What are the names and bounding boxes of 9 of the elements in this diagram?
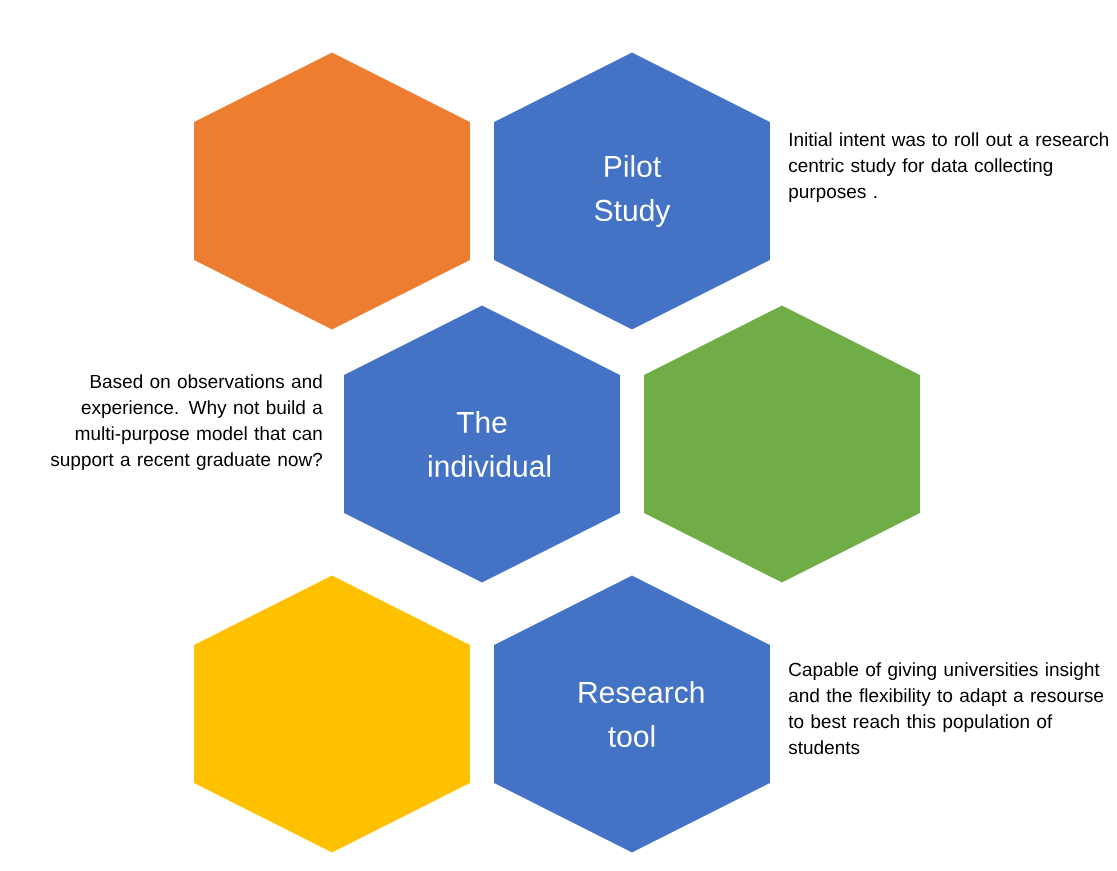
hexagon bbox=[194, 52, 470, 330]
hexagon: The individual bbox=[344, 305, 620, 583]
note-text: Capable of giving universities insight and the flexibility to adapt a resourse to best reach this population of students bbox=[788, 662, 1104, 755]
note-text: Initial intent was to roll out a research centric study for data collecting purposes . bbox=[789, 132, 1108, 202]
hexagon: Pilot Study bbox=[494, 52, 770, 330]
hexagon bbox=[194, 575, 470, 853]
hexagon: Research tool bbox=[494, 575, 770, 853]
hexagon bbox=[644, 305, 920, 583]
note-text: Based on observations and experience. Why not build a multi-purpose model that can support a recent graduate now? bbox=[50, 374, 323, 470]
